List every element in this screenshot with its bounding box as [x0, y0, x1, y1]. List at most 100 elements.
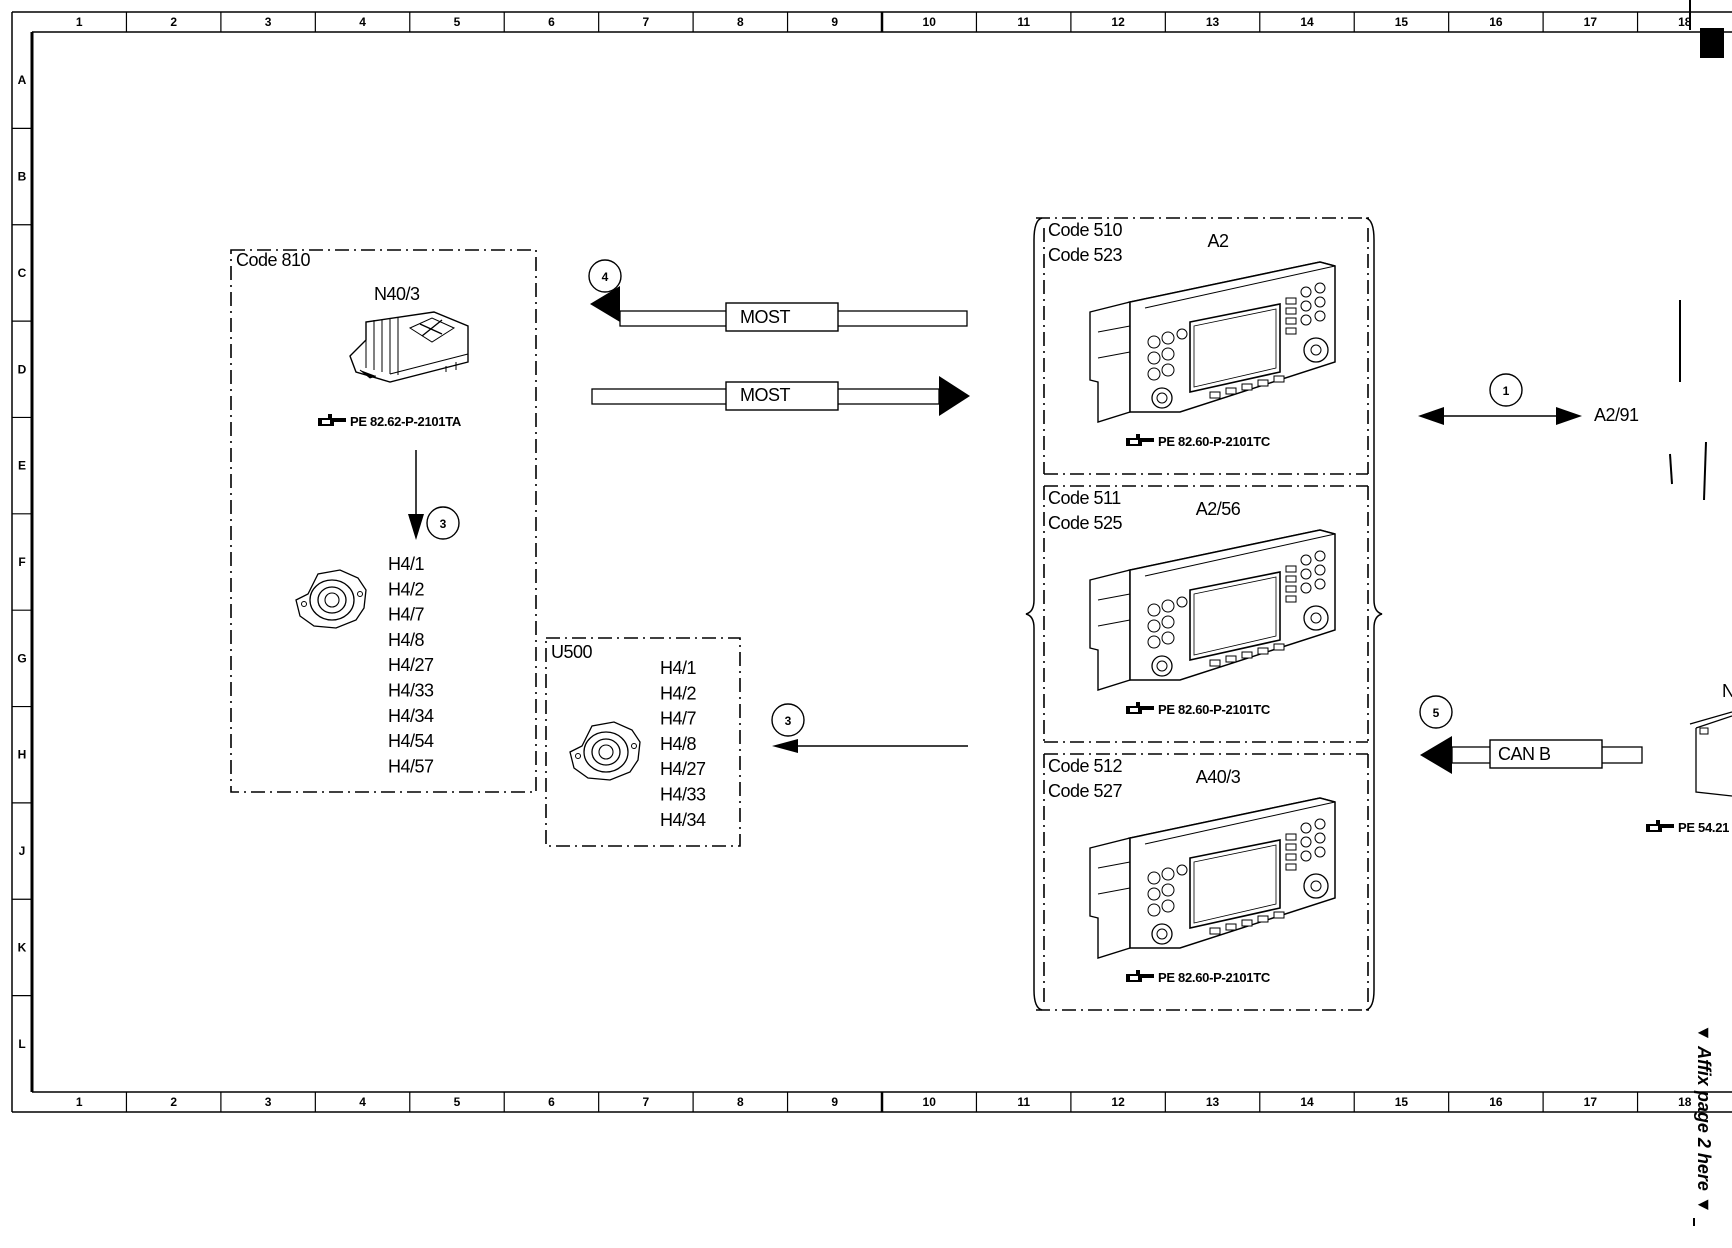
head-unit-title: A40/3: [1196, 767, 1241, 787]
grid-column-label: 9: [831, 15, 838, 29]
right-edge-label: N: [1722, 681, 1732, 701]
speaker-label: H4/33: [388, 681, 434, 701]
canb-arrow-head: [1420, 736, 1452, 774]
n40-code-label: Code 810: [236, 250, 311, 270]
most-upper-label: MOST: [740, 307, 791, 327]
grid-column-label: 6: [548, 1095, 555, 1109]
grid-column-label: 10: [923, 1095, 937, 1109]
head-unit-title: A2/56: [1196, 499, 1241, 519]
speaker-label: H4/54: [388, 731, 434, 751]
most-marker: 4: [602, 270, 609, 284]
canb-marker-circle: [1419, 695, 1453, 729]
grid-row-label: L: [18, 1037, 25, 1051]
grid-column-label: 7: [643, 15, 650, 29]
canb-label: CAN B: [1498, 744, 1551, 764]
grid-column-label: 16: [1489, 1095, 1503, 1109]
grid-column-label: 12: [1111, 1095, 1125, 1109]
u500-arrow-head: [772, 739, 798, 753]
grid-column-label: 15: [1395, 1095, 1409, 1109]
grid-column-label: 3: [265, 1095, 272, 1109]
head-unit-code: Code 511: [1048, 488, 1121, 508]
grid-row-label: C: [18, 266, 27, 280]
grid-column-label: 18: [1678, 1095, 1692, 1109]
a291-marker-circle: [1489, 373, 1523, 407]
most-lower-arrow-head: [939, 376, 970, 416]
right-edge-component: N PE 54.21: [1646, 300, 1732, 835]
n40-marker: 3: [440, 517, 447, 531]
grid-column-label: 17: [1584, 1095, 1598, 1109]
head-unit-code: Code 512: [1048, 756, 1123, 776]
right-edge-ref: PE 54.21: [1678, 820, 1729, 835]
grid-column-label: 17: [1584, 15, 1598, 29]
grid-row-label: E: [18, 459, 26, 473]
radio-unit-icon: [1089, 797, 1336, 959]
grid-column-label: 14: [1300, 1095, 1314, 1109]
affix-note: ▼ Affix page 2 here ▼: [1694, 1024, 1714, 1214]
grid-column-label: 13: [1206, 1095, 1220, 1109]
speaker-label: H4/7: [660, 709, 697, 729]
speaker-label: H4/34: [388, 706, 434, 726]
most-marker-circle: [588, 259, 622, 293]
speaker-label: H4/8: [388, 630, 425, 650]
grid-row-label: A: [18, 73, 27, 87]
most-lower-box: [725, 381, 839, 411]
u500-speaker-icon: [569, 721, 641, 781]
head-unit-code: Code 510: [1048, 220, 1123, 240]
n40-ref-label: PE 82.62-P-2101TA: [350, 414, 462, 429]
grid-row-label: H: [18, 748, 27, 762]
grid-row-label: F: [18, 555, 25, 569]
grid-column-label: 1: [76, 1095, 83, 1109]
grid-column-label: 6: [548, 15, 555, 29]
grid-column-label: 12: [1111, 15, 1125, 29]
most-lower-label: MOST: [740, 385, 791, 405]
speaker-label: H4/1: [660, 658, 697, 678]
grid-column-label: 8: [737, 1095, 744, 1109]
grid-column-label: 13: [1206, 15, 1220, 29]
u500-marker-circle: [771, 703, 805, 737]
n40-ref: PE 82.62-P-2101TA: [318, 414, 462, 429]
grid-row-label: J: [19, 844, 26, 858]
a291-left-arrow-head: [1418, 407, 1444, 425]
speaker-label: H4/1: [388, 554, 425, 574]
head-unit-code: Code 525: [1048, 513, 1123, 533]
n40-box: Code 810 N40/3 PE 82.62-P-2101TA 3 H4/1H…: [230, 249, 537, 793]
reference-hand-icon: [1126, 970, 1154, 982]
speaker-label: H4/57: [388, 756, 434, 776]
canb-connection: 5 CAN B: [1419, 695, 1643, 774]
a291-connection: 1 A2/91: [1418, 373, 1640, 425]
most-connections: 4 MOST MOST 3: [588, 259, 970, 753]
grid-column-label: 9: [831, 1095, 838, 1109]
amplifier-icon: [349, 311, 469, 383]
head-unit-title: A2: [1207, 231, 1229, 251]
head-unit-code: Code 527: [1048, 781, 1123, 801]
n40-speaker-icon: [295, 569, 367, 629]
canb-box: [1489, 739, 1603, 769]
canb-marker: 5: [1433, 706, 1440, 720]
most-upper-box: [725, 302, 839, 332]
speaker-label: H4/2: [388, 579, 425, 599]
reference-hand-icon: [1126, 434, 1154, 446]
grid-column-label: 11: [1017, 15, 1030, 29]
grid-column-label: 14: [1300, 15, 1314, 29]
head-unit-code: Code 523: [1048, 245, 1123, 265]
speaker-label: H4/2: [660, 683, 697, 703]
head-unit-ref: PE 82.60-P-2101TC: [1158, 702, 1271, 717]
grid-column-label: 1: [76, 15, 83, 29]
a291-marker: 1: [1503, 384, 1510, 398]
head-unit-ref: PE 82.60-P-2101TC: [1158, 970, 1271, 985]
grid-column-label: 2: [170, 15, 177, 29]
speaker-label: H4/33: [660, 785, 706, 805]
grid-column-label: 11: [1017, 1095, 1030, 1109]
speaker-label: H4/7: [388, 605, 425, 625]
grid-column-label: 4: [359, 1095, 366, 1109]
grid-row-label: D: [18, 362, 27, 376]
